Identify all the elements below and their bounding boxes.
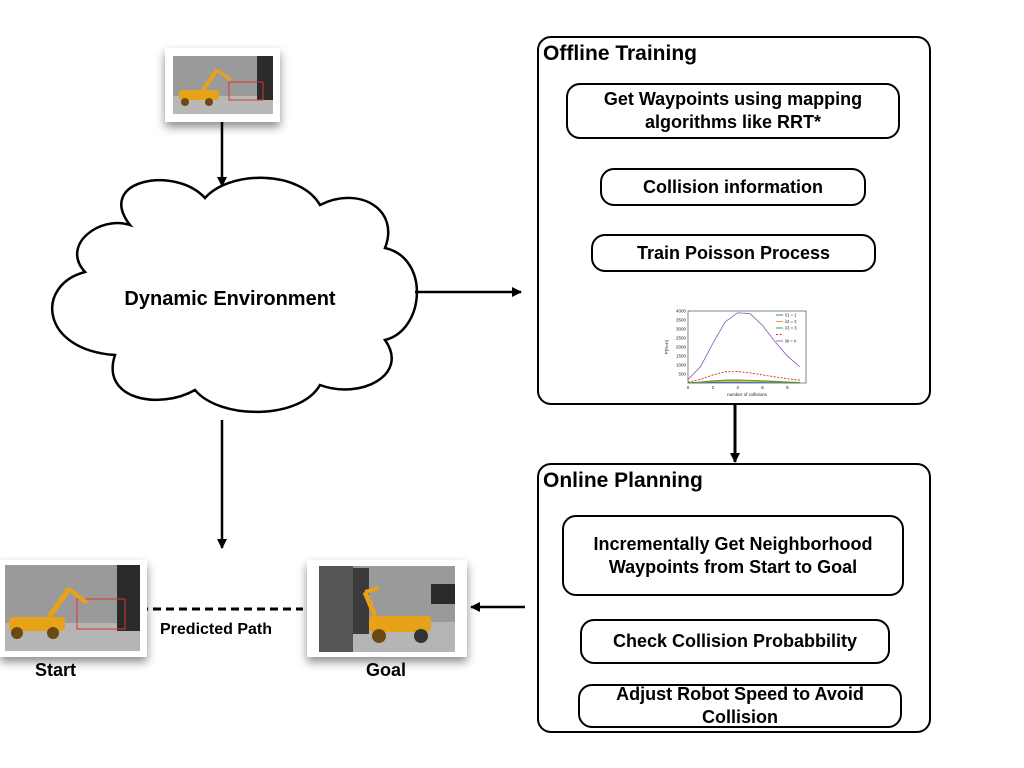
chart-legend-label: λ3 = 3	[785, 326, 797, 331]
chart-series-line-4	[687, 371, 800, 383]
chart-x-tick-label: 4	[736, 385, 739, 390]
chart-y-tick-label: 3000	[676, 327, 687, 332]
chart-y-tick-label: 500	[678, 372, 686, 377]
chart-legend-label: λ2 = 2	[785, 319, 797, 324]
chart-legend-label: λ1 = 1	[785, 313, 797, 318]
chart-series-line-1	[687, 381, 800, 384]
environment-label: Dynamic Environment	[124, 288, 336, 310]
offline-step-collision-info: Collision information	[600, 168, 866, 206]
environment-scene-image	[165, 48, 280, 122]
offline-training-title: Offline Training	[543, 42, 698, 65]
online-planning-title: Online Planning	[543, 469, 703, 492]
chart-y-tick-label: 2500	[676, 336, 687, 341]
chart-series-line-5	[687, 312, 801, 380]
online-step-neighborhood: Incrementally Get Neighborhood Waypoints…	[562, 515, 904, 596]
chart-plot-area	[687, 310, 807, 384]
environment-cloud	[50, 176, 419, 414]
chart-x-tick-label: 8	[786, 385, 789, 390]
chart-x-axis-label: number of collisions	[727, 392, 768, 397]
chart-x-tick-label: 6	[761, 385, 764, 390]
chart-legend-label: λk = n	[785, 339, 797, 344]
offline-step-train-poisson: Train Poisson Process	[591, 234, 876, 272]
poisson-chart: 0 2 4 6 8 500 1000 1500 2000 2500 3000 3500 4000 numb…	[664, 309, 807, 397]
online-step-adjust-speed: Adjust Robot Speed to Avoid Collision	[578, 684, 902, 728]
chart-y-tick-label: 3500	[676, 318, 687, 323]
chart-y-axis-label: P(N=n)	[664, 339, 669, 354]
online-step-check-collision: Check Collision Probabbility	[580, 619, 890, 664]
chart-y-tick-label: 2000	[676, 345, 687, 350]
chart-x-tick-label: 2	[712, 385, 715, 390]
start-label: Start	[35, 660, 77, 680]
goal-label: Goal	[366, 660, 407, 680]
chart-y-tick-label: 4000	[676, 309, 687, 314]
start-scene-image	[0, 560, 147, 657]
chart-series-line-3	[687, 379, 800, 384]
chart-x-tick-label: 0	[687, 385, 690, 390]
chart-y-tick-label: 1000	[676, 363, 687, 368]
chart-y-tick-label: 1500	[676, 354, 687, 359]
goal-scene-image	[307, 560, 467, 657]
offline-step-waypoints: Get Waypoints using mapping algorithms l…	[566, 83, 900, 139]
predicted-path-label: Predicted Path	[160, 621, 273, 638]
